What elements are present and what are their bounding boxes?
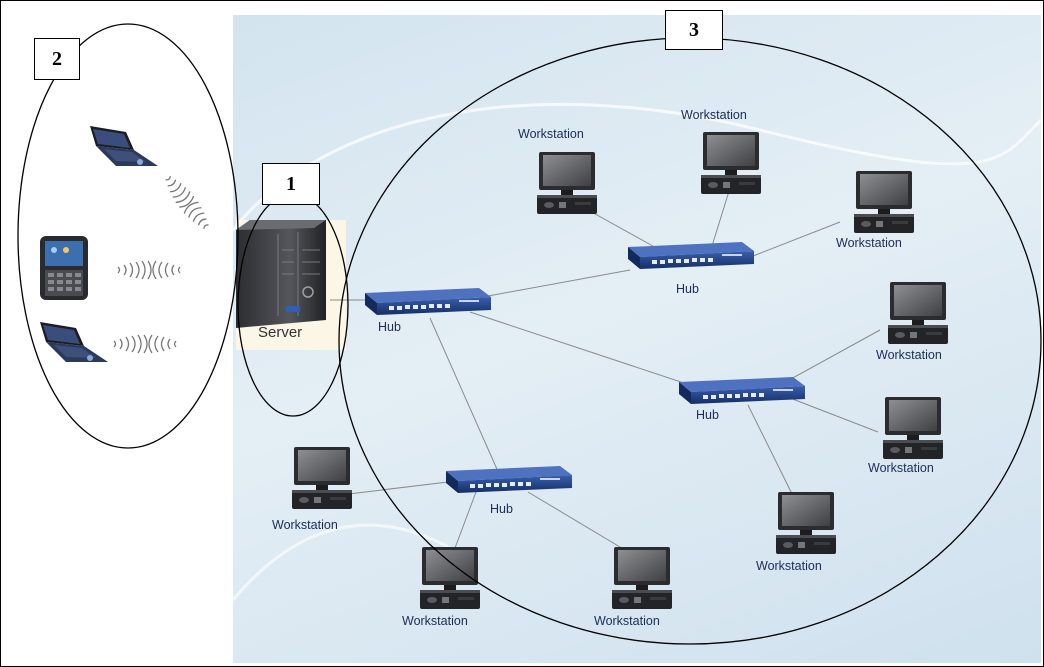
workstation-label: Workstation <box>402 614 468 628</box>
smartphone-icon <box>40 236 88 300</box>
workstation-label: Workstation <box>836 236 902 250</box>
hub-switch-icon <box>628 242 754 269</box>
link-hub-workstation <box>527 491 631 554</box>
link-hub-workstation <box>747 221 841 259</box>
callout-3: 3 <box>665 10 723 50</box>
workstation-label: Workstation <box>876 348 942 362</box>
workstation-computer-icon <box>701 132 761 194</box>
link-hub-hub <box>487 269 631 297</box>
laptop-icon <box>40 322 108 362</box>
link-hub-hub <box>429 317 501 477</box>
workstation-computer-icon <box>776 492 836 554</box>
wireless-signal-icon <box>113 334 177 354</box>
callout-1: 1 <box>262 163 320 205</box>
workstation-computer-icon <box>292 447 352 509</box>
workstation-computer-icon <box>612 547 672 609</box>
hub-label: Hub <box>696 408 719 422</box>
hub-switch-icon <box>446 466 572 493</box>
hub-label: Hub <box>490 502 513 516</box>
link-hub-workstation <box>747 404 796 501</box>
mobile-group-outline <box>17 23 239 449</box>
workstation-label: Workstation <box>681 108 747 122</box>
wireless-signal-icon <box>160 171 214 234</box>
workstation-computer-icon <box>883 397 943 459</box>
workstation-computer-icon <box>888 282 948 344</box>
workstation-label: Workstation <box>868 461 934 475</box>
workstation-label: Workstation <box>756 559 822 573</box>
hub-label: Hub <box>378 320 401 334</box>
server-tower-icon <box>236 220 326 328</box>
wireless-signal-icon <box>117 260 181 280</box>
link-hub-hub <box>469 311 691 386</box>
workstation-label: Workstation <box>594 614 660 628</box>
workstation-computer-icon <box>537 152 597 214</box>
workstation-computer-icon <box>854 171 914 233</box>
server-label: Server <box>258 324 303 341</box>
background-sweep <box>231 102 1043 231</box>
link-hub-workstation <box>711 187 731 247</box>
background-sweep <box>231 523 471 601</box>
link-hub-workstation <box>779 329 881 386</box>
hub-switch-icon <box>679 377 805 404</box>
hub-label: Hub <box>676 282 699 296</box>
callout-2: 2 <box>34 38 80 80</box>
workstation-label: Workstation <box>518 127 584 141</box>
link-hub-workstation <box>789 397 879 433</box>
workstation-label: Workstation <box>272 518 338 532</box>
link-hub-workstation <box>339 481 449 496</box>
link-hub-workstation <box>454 491 477 549</box>
laptop-icon <box>90 126 158 166</box>
hub-switch-icon <box>365 288 491 315</box>
